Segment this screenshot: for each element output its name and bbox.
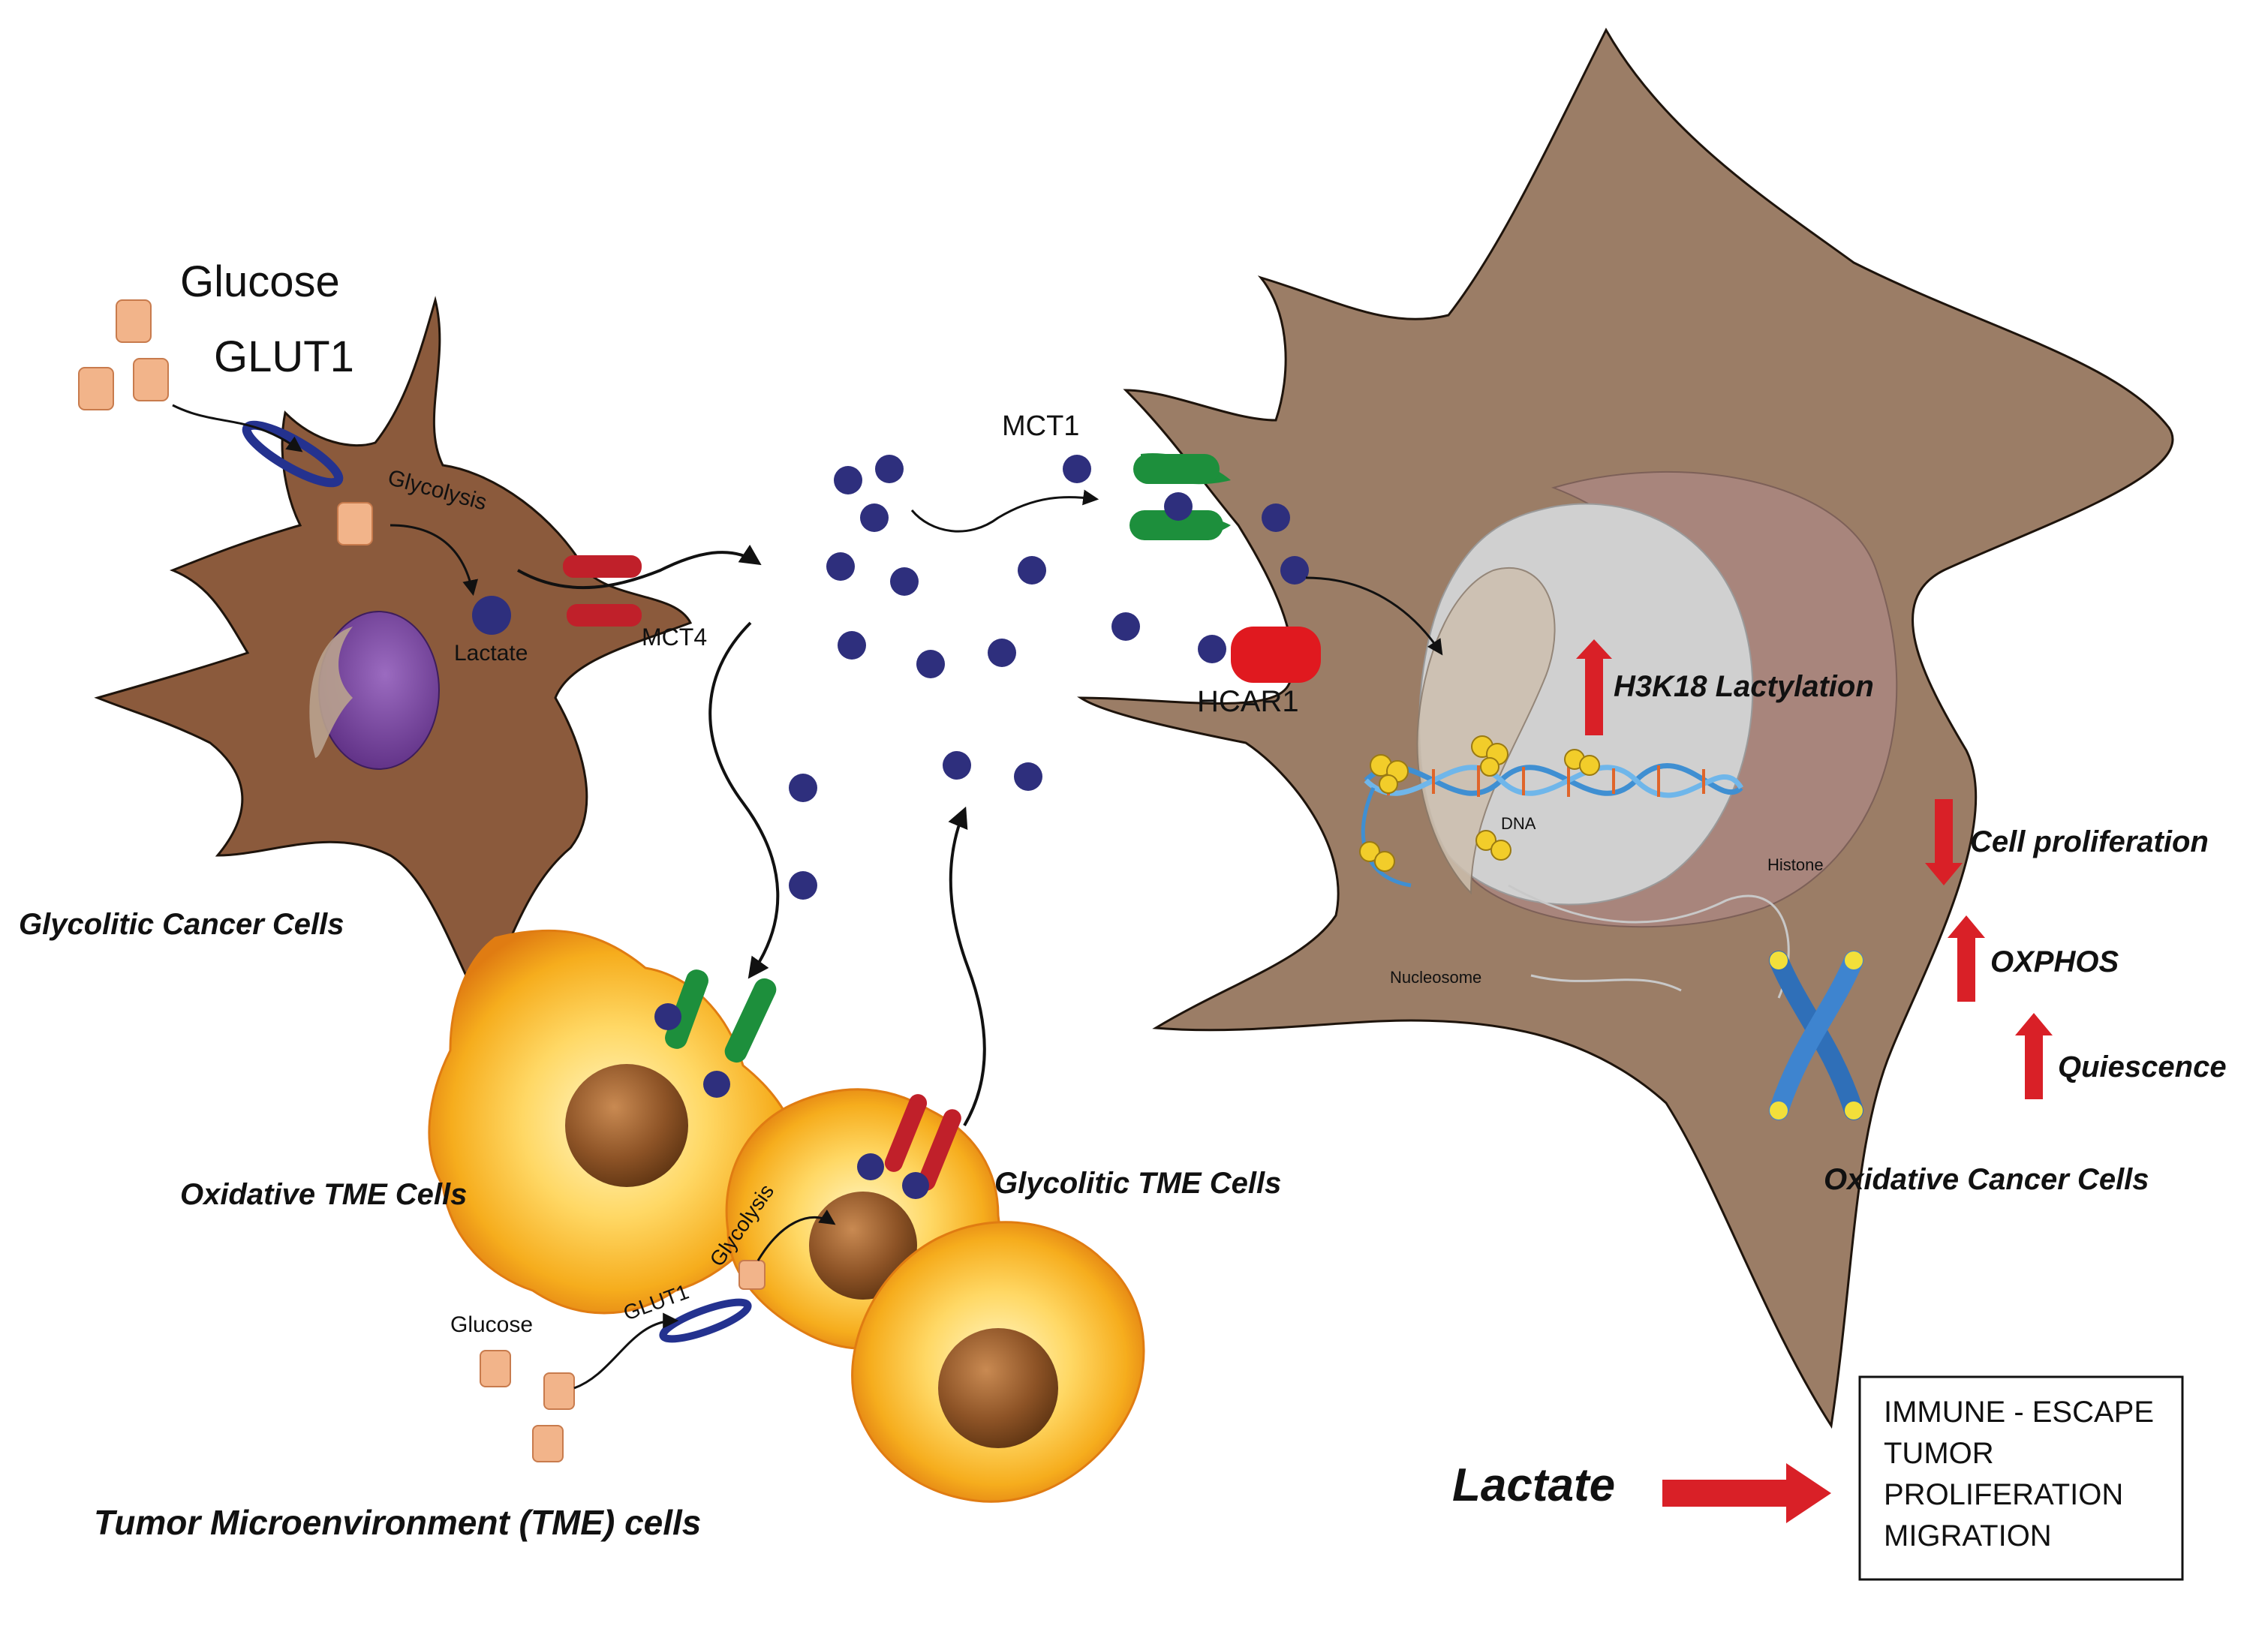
- summary-right-arrow: [1662, 1463, 1831, 1523]
- lactylation-label: H3K18 Lactylation: [1614, 670, 1874, 703]
- third-tme-cell: [851, 1221, 1145, 1503]
- tme-group-caption: Tumor Microenvironment (TME) cells: [94, 1503, 701, 1542]
- oxidative-tme-caption: Oxidative TME Cells: [180, 1178, 467, 1211]
- mct1-transporter: [1129, 453, 1231, 540]
- oxidative-tme-cell: [428, 929, 801, 1315]
- outcome-item: PROLIFERATION: [1884, 1478, 2123, 1511]
- outcome-item: TUMOR: [1884, 1437, 1994, 1470]
- tme-glycolysis-arrow: [757, 1209, 836, 1261]
- up-arrow-icon: [1948, 915, 1985, 1002]
- mct4-transporter: [563, 555, 642, 627]
- effect-quiescence: Quiescence: [2015, 1013, 2227, 1099]
- extracellular-lactate-pool: [789, 455, 1309, 900]
- hcar1-label: HCAR1: [1197, 685, 1299, 718]
- tme-glucose-molecules: [480, 1260, 766, 1462]
- down-arrow-icon: [1925, 799, 1963, 885]
- lactate-export-arrow: [517, 544, 762, 590]
- dna-label: DNA: [1501, 814, 1536, 833]
- histone-tail: [1508, 884, 1790, 999]
- chromosome-icon: [1769, 951, 1863, 1120]
- oxidative-cancer-cell: H3K18 Lactylation DNA Histone Nucleosome: [1077, 27, 2174, 1429]
- nuclear-entry-arrow: [1305, 576, 1443, 656]
- hcar1-receptor: [1231, 627, 1321, 683]
- tme-glut1-transporter-icon: [659, 1298, 752, 1343]
- glycolytic-cells-caption: Glycolitic Cancer Cells: [19, 908, 344, 941]
- glycolytic-tme-caption: Glycolitic TME Cells: [994, 1167, 1281, 1200]
- mct1-import-arrow: [910, 489, 1099, 533]
- lactate-label: Lactate: [454, 641, 528, 666]
- glycolytic-tme-export-arrow: [948, 806, 986, 1127]
- oxidative-cells-caption: Oxidative Cancer Cells: [1824, 1163, 2149, 1196]
- tme-glucose-uptake-arrow: [573, 1312, 679, 1390]
- lactate-to-oxidative-tme-arrow: [708, 621, 780, 979]
- up-arrow-icon: [2015, 1013, 2053, 1099]
- histone-label: Histone: [1767, 855, 1824, 874]
- glycolysis-arrow: [390, 524, 478, 597]
- summary-lactate-label: Lactate: [1452, 1459, 1615, 1511]
- effect-label: Quiescence: [2058, 1050, 2227, 1083]
- effect-cell-proliferation: Cell proliferation: [1925, 799, 2209, 885]
- glucose-uptake-arrow: [172, 404, 303, 452]
- glycolytic-cancer-cell: [94, 296, 693, 1008]
- outcome-item: MIGRATION: [1884, 1519, 2052, 1552]
- chromatin-fold: [1416, 567, 1556, 895]
- mct4-label: MCT4: [642, 624, 707, 651]
- glycolytic-glucose-label: Glucose: [180, 257, 340, 306]
- outcome-item: IMMUNE - ESCAPE: [1884, 1396, 2154, 1429]
- glucose-molecules: [78, 299, 373, 546]
- glycolytic-glut1-label: GLUT1: [214, 332, 354, 381]
- effect-oxphos: OXPHOS: [1948, 915, 2119, 1002]
- outcomes-box: [1858, 1375, 2184, 1581]
- nucleosome-beads: [1359, 735, 1600, 872]
- tme-glucose-label: Glucose: [450, 1312, 533, 1337]
- lactate-molecule: [472, 596, 511, 635]
- effect-label: Cell proliferation: [1970, 825, 2209, 858]
- nucleosome-label: Nucleosome: [1390, 968, 1481, 987]
- lactylation-up-arrow: [1576, 639, 1612, 735]
- mct1-label: MCT1: [1002, 410, 1079, 442]
- effect-label: OXPHOS: [1990, 945, 2119, 978]
